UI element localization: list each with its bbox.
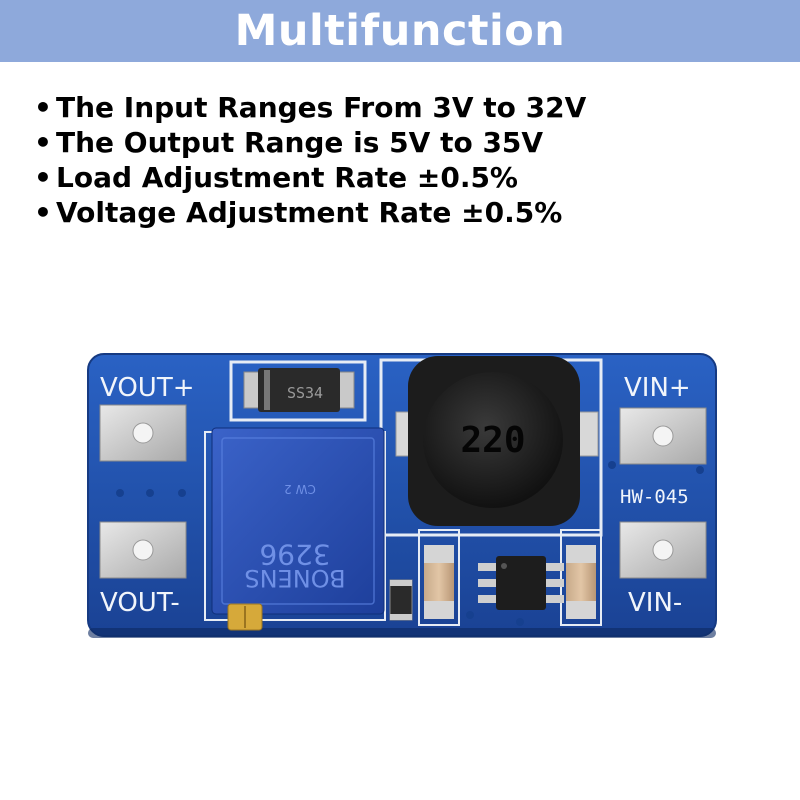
capacitor-right bbox=[566, 545, 596, 619]
pad-vin-minus bbox=[619, 521, 707, 579]
ic-chip bbox=[478, 556, 564, 610]
inductor-marking: 220 bbox=[460, 420, 525, 461]
banner-title: Multifunction bbox=[234, 6, 566, 56]
bullet-icon: • bbox=[34, 161, 52, 194]
feature-item: •The Output Range is 5V to 35V bbox=[34, 126, 544, 159]
pad-vin-plus bbox=[619, 407, 707, 465]
pot-cw-marking: CW 2 bbox=[284, 482, 316, 496]
label-vout-minus: VOUT- bbox=[100, 588, 180, 618]
label-vout-plus: VOUT+ bbox=[100, 373, 195, 403]
cap-left-outline bbox=[418, 529, 460, 626]
cap-right-outline bbox=[560, 529, 602, 626]
bullet-icon: • bbox=[34, 126, 52, 159]
header-banner: Multifunction bbox=[0, 0, 800, 62]
pad-vout-plus bbox=[99, 404, 187, 462]
via-dots bbox=[116, 461, 704, 626]
label-model: HW-045 bbox=[620, 486, 689, 508]
capacitor-left bbox=[424, 545, 454, 619]
diode-ss34: SS34 bbox=[243, 368, 355, 412]
label-vin-minus: VIN- bbox=[628, 588, 682, 618]
feature-list: •The Input Ranges From 3V to 32V •The Ou… bbox=[34, 90, 586, 230]
smd-resistor bbox=[389, 579, 413, 621]
label-vin-plus: VIN+ bbox=[624, 373, 691, 403]
inductor: 220 bbox=[395, 356, 599, 526]
pot-model-marking: 3296 bbox=[259, 538, 330, 571]
feature-item: •Voltage Adjustment Rate ±0.5% bbox=[34, 196, 563, 229]
feature-item: •Load Adjustment Rate ±0.5% bbox=[34, 161, 518, 194]
bullet-icon: • bbox=[34, 196, 52, 229]
feature-item: •The Input Ranges From 3V to 32V bbox=[34, 91, 587, 124]
pot-brand-marking: BONENS bbox=[244, 564, 345, 592]
pcb-edge-shadow bbox=[88, 628, 716, 638]
bullet-icon: • bbox=[34, 91, 52, 124]
diode-marking: SS34 bbox=[287, 384, 323, 402]
potentiometer: CW 2 3296 BONENS bbox=[211, 427, 385, 631]
diode-outline bbox=[229, 360, 367, 422]
pad-vout-minus bbox=[99, 521, 187, 579]
